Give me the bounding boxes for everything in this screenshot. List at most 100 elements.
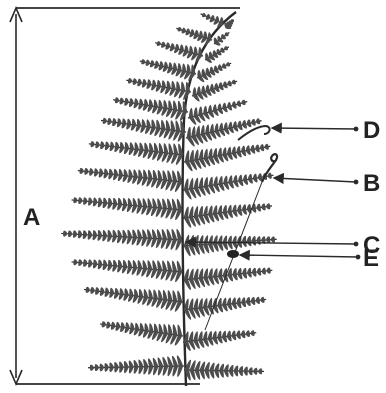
pinnule	[257, 268, 261, 272]
pinnule	[133, 169, 138, 177]
pinnule	[191, 126, 195, 137]
pinnule	[222, 147, 226, 155]
pinnule	[198, 235, 203, 245]
pinnule	[247, 236, 251, 242]
pinnule	[89, 168, 93, 172]
pinnule	[203, 298, 208, 307]
pinnule	[212, 331, 216, 338]
pinnule	[232, 268, 236, 275]
pinnule	[213, 104, 217, 111]
pinnule	[105, 146, 110, 150]
pinnule	[86, 290, 90, 293]
pinnule	[112, 204, 117, 210]
pinnule	[158, 170, 163, 180]
pinnule	[143, 105, 149, 111]
pinnule	[261, 207, 266, 211]
pinnule	[260, 297, 264, 301]
pinnule	[98, 264, 103, 269]
pinnule	[214, 363, 219, 370]
pinnule	[107, 203, 112, 209]
pinnule	[148, 170, 153, 179]
pinnule	[107, 265, 112, 271]
pinnule	[224, 122, 228, 129]
pinnule	[132, 268, 138, 275]
pinnule	[139, 367, 144, 375]
pinnule	[123, 198, 128, 205]
pinnule	[78, 259, 82, 263]
pinnule	[100, 141, 104, 145]
pinnule	[83, 201, 88, 205]
pinnule	[103, 265, 108, 270]
pinnule	[124, 361, 129, 367]
pinnule	[102, 236, 107, 242]
pinnule	[157, 260, 162, 270]
pinnule	[219, 123, 223, 131]
pinnule	[158, 366, 164, 375]
pinnule	[236, 297, 240, 303]
pinnule	[139, 142, 144, 150]
pinnule	[247, 204, 251, 209]
label-b: B	[363, 170, 380, 197]
pinnule	[133, 260, 138, 268]
pinnule	[189, 269, 194, 280]
pinnule	[146, 84, 151, 89]
pinnule	[203, 331, 208, 339]
pinnule	[193, 331, 198, 341]
pinnule	[205, 124, 209, 133]
pinnule	[149, 143, 154, 152]
pinnule	[213, 205, 218, 214]
pinnule	[257, 272, 262, 276]
pinnule	[159, 143, 164, 153]
pinnule	[129, 361, 134, 368]
pinnule	[248, 367, 252, 371]
pinnule	[184, 235, 190, 246]
pinnule	[153, 170, 158, 179]
pinnule	[173, 143, 178, 154]
pinnule	[148, 367, 153, 375]
pinnule	[224, 364, 229, 371]
pinnule	[115, 142, 119, 148]
pinnule	[171, 120, 176, 130]
pinnule	[143, 367, 148, 375]
pinnule	[117, 204, 122, 210]
pinnule	[117, 237, 122, 244]
label-e: E	[363, 245, 379, 272]
pinnule	[78, 197, 82, 201]
pinnule	[193, 298, 198, 308]
pinnule	[266, 267, 270, 271]
pinnule	[203, 206, 208, 216]
label-d: D	[363, 117, 380, 144]
pinnule	[138, 169, 143, 177]
pinnule	[234, 365, 239, 371]
pinnule	[98, 230, 102, 236]
pinnule	[73, 234, 77, 238]
pinnule	[100, 292, 105, 296]
pinnule	[128, 198, 133, 205]
pinnule	[168, 290, 173, 301]
pinnule	[255, 144, 259, 149]
pinnule	[117, 266, 122, 272]
pinnule	[102, 321, 106, 325]
pinnule	[90, 290, 95, 294]
pinnule	[238, 371, 243, 376]
pinnule	[246, 334, 251, 338]
pinnule	[184, 206, 189, 217]
pinnule	[189, 235, 194, 246]
pinnule	[104, 173, 109, 178]
pinnule	[105, 141, 109, 146]
pinnule	[271, 236, 275, 239]
pinnule	[120, 327, 125, 332]
pinnule	[93, 259, 97, 264]
pinnule	[232, 205, 236, 212]
pinnule	[218, 268, 223, 276]
pinnule	[266, 203, 270, 207]
pinnule	[194, 178, 199, 189]
pinnule	[198, 206, 203, 216]
pinnule	[88, 230, 92, 235]
pinnule	[122, 237, 127, 244]
leader-b	[274, 178, 356, 182]
pinnule	[151, 119, 155, 127]
pinnule	[156, 120, 161, 129]
pinnule	[169, 143, 174, 154]
pinnule	[83, 197, 87, 201]
